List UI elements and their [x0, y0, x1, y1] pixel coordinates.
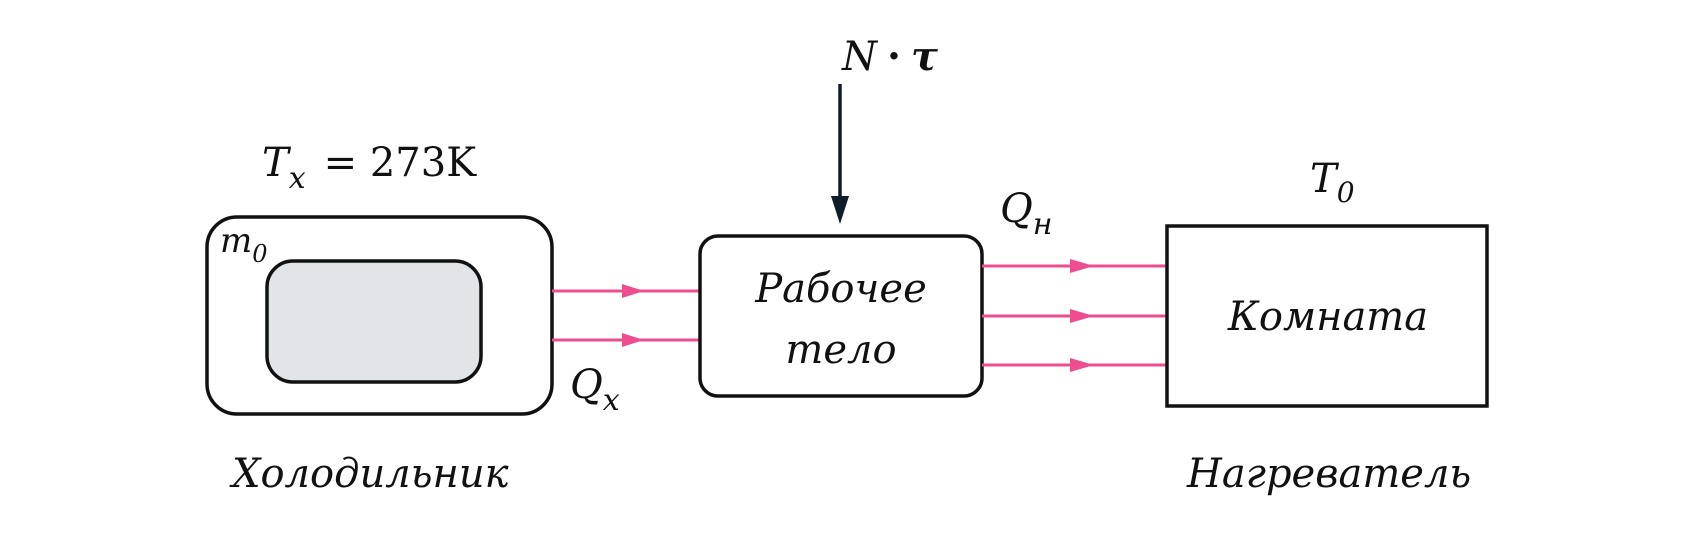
work-var: N: [841, 34, 879, 80]
qh-sub: н: [1033, 207, 1053, 242]
work-tau: τ: [911, 33, 938, 80]
mass-label: m0: [220, 221, 268, 268]
qh-var: Q: [1000, 186, 1033, 232]
room-temperature-label: T0: [1310, 156, 1355, 209]
work-label: N·τ: [841, 33, 938, 80]
work-arrowhead: [831, 196, 849, 224]
working-body-label-line1: Рабочее: [754, 266, 926, 312]
refrigerator-caption: Холодильник: [229, 451, 509, 497]
cold-temp-var: T: [262, 140, 292, 186]
cold-temp-value: = 273K: [324, 140, 478, 186]
qx-sub: x: [603, 383, 620, 418]
cold-temperature-label: Tx = 273K: [262, 140, 477, 196]
qh-label: Qн: [1000, 186, 1053, 242]
mass-sub: 0: [252, 240, 267, 268]
working-body-label-line2: тело: [785, 327, 896, 373]
qx-var: Q: [570, 362, 603, 408]
room-temp-sub: 0: [1337, 176, 1355, 209]
qh-arrowhead-top: [1070, 259, 1094, 273]
qh-arrowhead-bottom: [1070, 358, 1094, 372]
qx-arrowhead-upper: [622, 284, 644, 298]
room-label: Комната: [1227, 294, 1428, 340]
mass-var: m: [220, 221, 252, 261]
heater-caption: Нагреватель: [1186, 451, 1471, 497]
refrigerator-inner-compartment: [265, 259, 483, 384]
room-box: [1165, 224, 1489, 408]
qx-label: Qx: [570, 362, 620, 418]
qh-arrowhead-middle: [1070, 309, 1094, 323]
room-temp-var: T: [1310, 156, 1340, 202]
cold-temp-sub: x: [289, 161, 306, 196]
work-dot: ·: [887, 33, 901, 80]
qx-arrowhead-lower: [622, 333, 644, 347]
